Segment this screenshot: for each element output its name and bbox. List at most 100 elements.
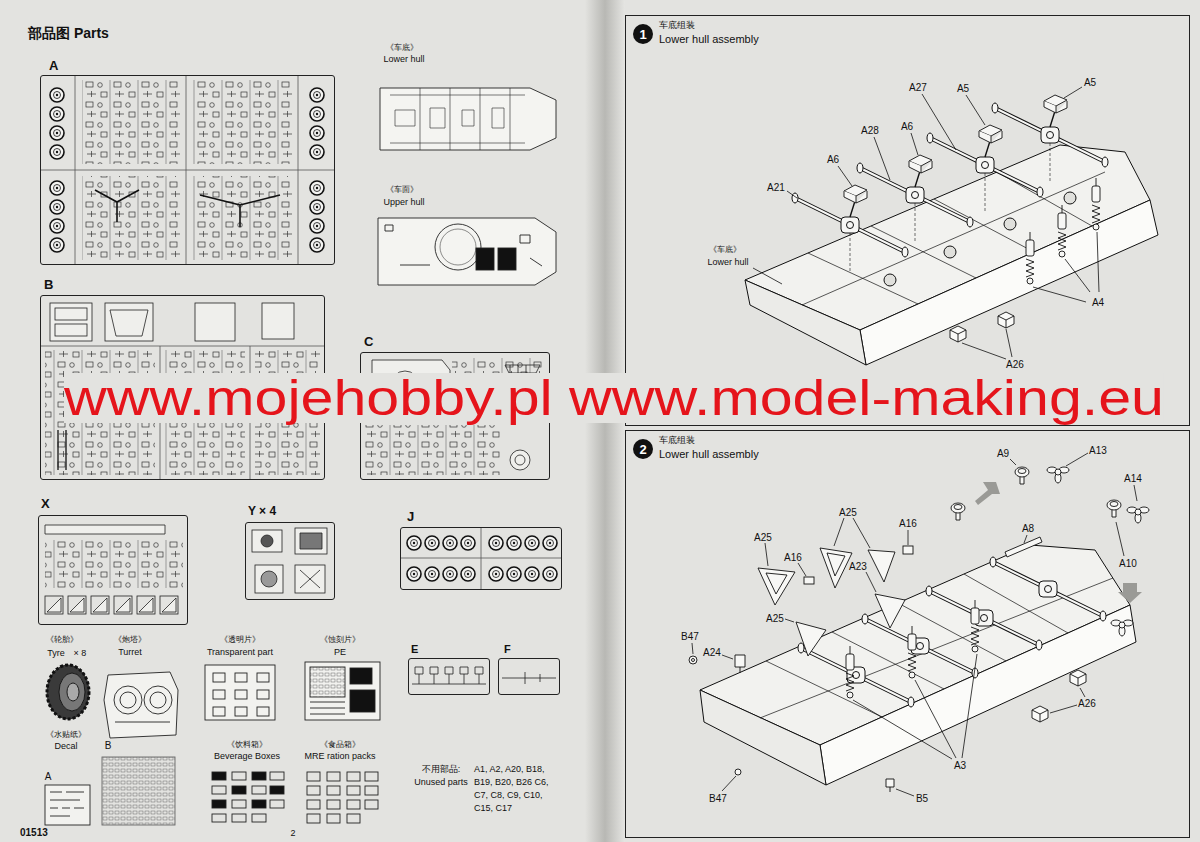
sprue-frame: X xyxy=(38,515,188,625)
sprue-a-art xyxy=(95,190,280,227)
leader-line xyxy=(692,522,1124,659)
callout-number: A16 xyxy=(784,552,802,563)
step1-parts xyxy=(850,111,1055,217)
part-caption: 《车底》 xyxy=(709,246,741,255)
sprue-j-art xyxy=(461,536,475,550)
step-heading: 车底组装 xyxy=(659,21,695,31)
sprue-letter: C xyxy=(364,335,373,349)
loose-parts xyxy=(252,800,266,808)
part-caption: Turret xyxy=(118,648,142,658)
sprue-b-art xyxy=(262,303,294,339)
step1-hull xyxy=(944,246,956,258)
loose-parts xyxy=(235,673,247,682)
decal-letter: B xyxy=(105,740,112,751)
loose-parts xyxy=(235,690,247,699)
loose-parts xyxy=(50,792,84,816)
loose-parts xyxy=(270,786,284,794)
part-caption: Decal xyxy=(54,742,77,752)
part-caption: 《炮塔》 xyxy=(114,636,146,645)
callout-number: A8 xyxy=(1022,523,1034,534)
step1-parts xyxy=(992,103,1108,167)
step2-parts xyxy=(1118,583,1142,603)
step-panel: 车底组装Lower hull assembly2 xyxy=(625,430,1190,838)
loose-parts xyxy=(252,814,266,822)
sprue-c-art xyxy=(510,450,530,470)
step2-parts xyxy=(689,537,1042,792)
sprue-j-art xyxy=(443,567,457,581)
step2-parts xyxy=(875,594,905,628)
step2-parts xyxy=(1047,467,1069,483)
loose-parts xyxy=(350,690,375,712)
sprue-x-art xyxy=(91,596,109,614)
sprue-a-art xyxy=(310,126,324,140)
sprue-frame: Y × 4 xyxy=(245,522,335,600)
sprue-j-art xyxy=(489,567,503,581)
sprue-a-art xyxy=(310,145,324,159)
step2-parts xyxy=(689,656,697,664)
sprue-a-art xyxy=(310,88,324,102)
step1-hull xyxy=(1064,192,1076,204)
sprue-x-art xyxy=(45,540,183,588)
sprue-j-art xyxy=(425,567,439,581)
step-number: 1 xyxy=(633,24,653,44)
sprue-j-art xyxy=(525,567,539,581)
leader-line xyxy=(834,453,1137,548)
step1-parts xyxy=(950,326,966,342)
loose-parts xyxy=(45,662,380,825)
sprue-b-art xyxy=(55,308,87,320)
step2-parts xyxy=(796,622,826,656)
sprue-y-art xyxy=(295,565,325,593)
sprue-a-art xyxy=(82,176,180,260)
callout-number: A4 xyxy=(1092,297,1104,308)
sprue-y-art xyxy=(252,528,327,593)
loose-parts xyxy=(47,665,89,719)
callout-number: A28 xyxy=(861,125,879,136)
step1-hull xyxy=(802,172,1105,305)
step-number-text: 1 xyxy=(639,28,646,41)
part-caption: 《车底》 xyxy=(386,44,418,53)
step2-parts xyxy=(804,577,814,584)
step2-parts xyxy=(886,779,894,792)
sprue-a-art xyxy=(50,200,64,214)
callout-number: A5 xyxy=(1084,77,1096,88)
step1-parts xyxy=(844,185,867,203)
loose-parts xyxy=(307,786,320,795)
sprue-c-art xyxy=(365,425,500,475)
hull-views xyxy=(378,218,556,285)
callout-number: A6 xyxy=(827,154,839,165)
step2-parts xyxy=(990,557,1106,621)
sprue-j-art xyxy=(443,536,457,550)
callout-number: A14 xyxy=(1124,473,1142,484)
part-caption: Tyre xyxy=(47,649,65,659)
step2-parts xyxy=(1127,507,1149,523)
loose-parts xyxy=(257,690,269,699)
sprue-a-art xyxy=(50,88,64,102)
sprue-a-art xyxy=(50,126,64,140)
callout-number: A26 xyxy=(1078,698,1096,709)
part-caption: 《蚀刻片》 xyxy=(320,636,360,645)
leader-line xyxy=(753,87,1082,284)
sprue-y-art xyxy=(252,530,282,552)
sprue-frame: J xyxy=(400,527,562,590)
callout-number: B47 xyxy=(681,631,699,642)
step2-parts xyxy=(1107,500,1121,517)
sprue-j-art xyxy=(400,527,562,590)
loose-parts xyxy=(347,786,360,795)
page-title: 部品图 Parts xyxy=(28,26,109,41)
step-number: 2 xyxy=(633,439,653,459)
leader-line xyxy=(753,87,1099,359)
loose-parts xyxy=(102,757,175,825)
sprue-x-art xyxy=(68,596,86,614)
sprue-a-art xyxy=(192,80,292,164)
quantity: × 8 xyxy=(74,649,87,659)
loose-parts xyxy=(45,785,90,825)
sprue-y-art xyxy=(261,571,277,587)
step1-parts xyxy=(1092,178,1100,230)
callout-number: A9 xyxy=(997,448,1009,459)
step1-hull xyxy=(745,143,1158,365)
loose-parts xyxy=(307,800,320,809)
sprue-x-art xyxy=(139,598,153,612)
sprue-y-art xyxy=(300,570,320,588)
part-caption: MRE ration packs xyxy=(304,752,375,762)
